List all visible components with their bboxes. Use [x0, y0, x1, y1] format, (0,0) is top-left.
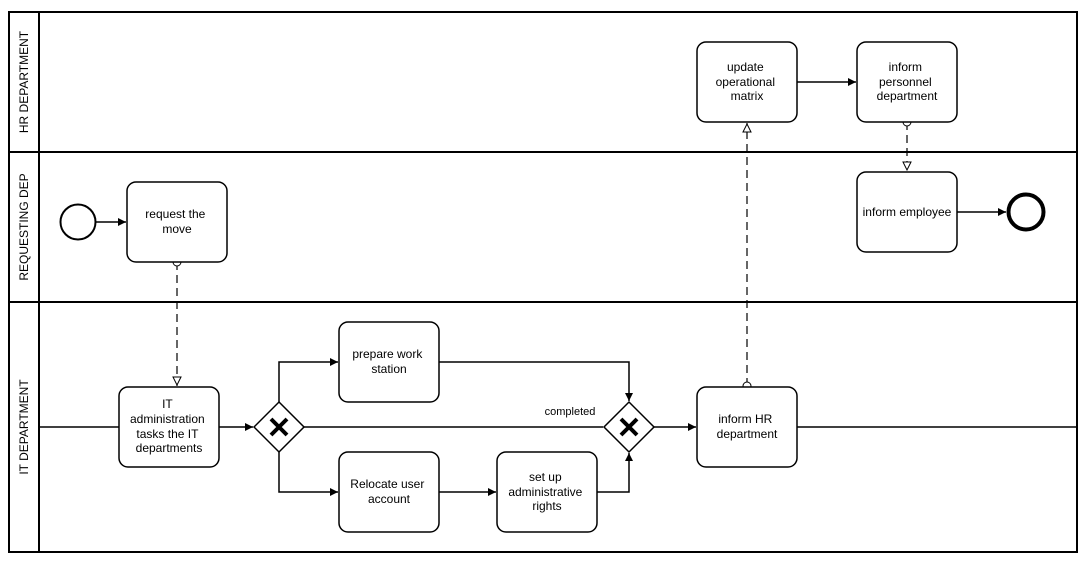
- task-update-operational-matrix-line-3: matrix: [731, 89, 764, 103]
- flow-prepare-to-merge: [439, 361, 633, 401]
- task-prepare-work-station-label: prepare work station: [352, 347, 425, 376]
- task-update-operational-matrix[interactable]: update operational matrix: [696, 41, 798, 123]
- task-administrative-rights-line-3: rights: [532, 499, 561, 513]
- lane-it: IT DEPARTMENT: [17, 379, 31, 475]
- task-relocate-user-account-label: Relocate user account: [350, 477, 427, 506]
- flow-rights-to-merge: [597, 453, 633, 493]
- task-inform-employee-box: [856, 171, 958, 253]
- lane-label-hr: HR DEPARTMENT: [17, 30, 31, 133]
- sequence-flows: [39, 78, 1077, 496]
- task-prepare-work-station-line-1: prepare work: [352, 347, 423, 361]
- task-relocate-user-account-line-1: Relocate user: [350, 477, 424, 491]
- task-inform-hr[interactable]: inform HR department: [696, 386, 798, 468]
- start-event[interactable]: [59, 203, 97, 241]
- task-update-operational-matrix-line-1: update: [727, 60, 764, 74]
- end-event[interactable]: [1006, 192, 1046, 232]
- task-inform-hr-line-1: inform HR: [718, 412, 772, 426]
- task-inform-personnel-box: [856, 41, 958, 123]
- task-inform-hr-label: inform HR department: [717, 412, 778, 441]
- task-request-move-line-2: move: [162, 222, 192, 236]
- task-inform-personnel-line-1: inform: [889, 60, 922, 74]
- task-relocate-user-account[interactable]: Relocate user account: [338, 451, 440, 533]
- lane-label-requesting: REQUESTING DEP: [17, 173, 31, 280]
- task-request-move-label: request the move: [145, 207, 208, 236]
- lane-requesting: REQUESTING DEP: [17, 173, 31, 280]
- task-it-administration-line-1: IT: [162, 397, 173, 411]
- task-update-operational-matrix-line-2: operational: [716, 75, 775, 89]
- task-administrative-rights-label: set up administrative rights: [508, 470, 585, 513]
- flow-split-to-prepare: [278, 358, 338, 402]
- task-prepare-work-station[interactable]: prepare work station: [338, 321, 440, 403]
- task-inform-hr-box: [696, 386, 798, 468]
- task-relocate-user-account-box: [338, 451, 440, 533]
- flow-split-to-relocate: [278, 452, 338, 496]
- task-update-operational-matrix-box: [696, 41, 798, 123]
- lane-label-it: IT DEPARTMENT: [17, 379, 31, 475]
- task-request-move-line-1: request the: [145, 207, 205, 221]
- task-inform-personnel-label: inform personnel department: [877, 60, 938, 103]
- gateway-split[interactable]: [252, 400, 306, 454]
- task-inform-personnel-line-2: personnel: [879, 75, 932, 89]
- task-inform-hr-line-2: department: [717, 427, 778, 441]
- flow-label-completed: completed: [545, 406, 596, 418]
- task-it-administration-line-4: departments: [136, 441, 203, 455]
- task-prepare-work-station-box: [338, 321, 440, 403]
- task-request-move[interactable]: request the move: [126, 181, 228, 263]
- task-it-administration-line-2: administration: [130, 412, 205, 426]
- task-inform-personnel[interactable]: inform personnel department: [856, 41, 958, 123]
- task-administrative-rights-box: [496, 451, 598, 533]
- task-administrative-rights-line-1: set up: [529, 470, 562, 484]
- message-flows: [177, 122, 907, 386]
- task-relocate-user-account-line-2: account: [368, 492, 411, 506]
- task-it-administration-box: [118, 386, 220, 468]
- lane-hr: HR DEPARTMENT: [17, 30, 31, 133]
- gateway-merge-x-icon: [619, 417, 639, 437]
- task-request-move-box: [126, 181, 228, 263]
- task-it-administration[interactable]: IT administration tasks the IT departmen…: [118, 386, 220, 468]
- task-inform-personnel-line-3: department: [877, 89, 938, 103]
- task-update-operational-matrix-label: update operational matrix: [716, 60, 779, 103]
- task-it-administration-label: IT administration tasks the IT departmen…: [130, 397, 208, 455]
- task-administrative-rights-line-2: administrative: [508, 485, 582, 499]
- gateway-split-x-icon: [269, 417, 289, 437]
- gateway-merge[interactable]: [602, 400, 656, 454]
- task-prepare-work-station-line-2: station: [371, 362, 406, 376]
- task-inform-employee-line-1: inform employee: [863, 205, 952, 219]
- task-inform-employee-label: inform employee: [863, 205, 952, 219]
- task-it-administration-line-3: tasks the IT: [136, 427, 199, 441]
- task-inform-employee[interactable]: inform employee: [856, 171, 958, 253]
- task-administrative-rights[interactable]: set up administrative rights: [496, 451, 598, 533]
